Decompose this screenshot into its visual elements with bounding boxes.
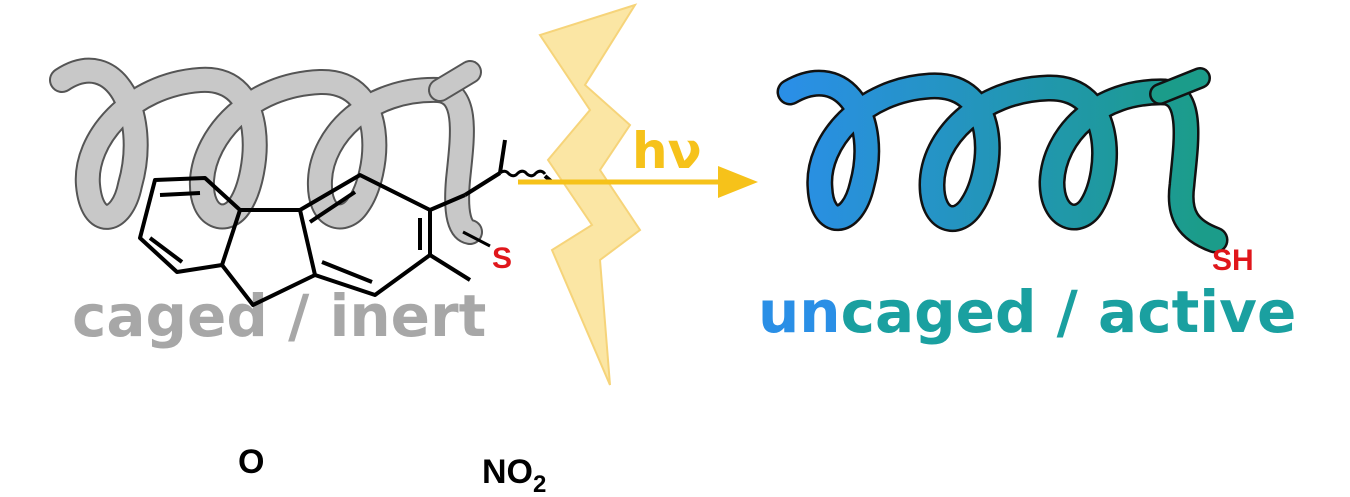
uncaged-label-rest: caged / active xyxy=(841,278,1297,346)
lightning-bolt-icon xyxy=(538,3,642,386)
uncaged-label: uncaged / active xyxy=(758,278,1296,346)
helix-sulfur-bond xyxy=(462,230,491,248)
caged-helix xyxy=(49,57,483,245)
uncaged-label-prefix: un xyxy=(758,278,841,346)
light-label: hν xyxy=(632,122,702,180)
uncaged-helix xyxy=(776,67,1229,254)
nitro-group: NO2 xyxy=(482,453,546,497)
furan-ring xyxy=(220,263,316,307)
oxygen-atom: O xyxy=(238,443,264,481)
nitro-main: NO xyxy=(482,453,533,491)
oxygen-mask xyxy=(236,442,274,480)
sulfur-atom: S xyxy=(492,242,512,275)
nitro-subscript: 2 xyxy=(533,471,546,497)
caging-group-structure xyxy=(138,139,554,307)
thiol-group: SH xyxy=(1212,244,1254,277)
reaction-arrow xyxy=(518,166,758,198)
